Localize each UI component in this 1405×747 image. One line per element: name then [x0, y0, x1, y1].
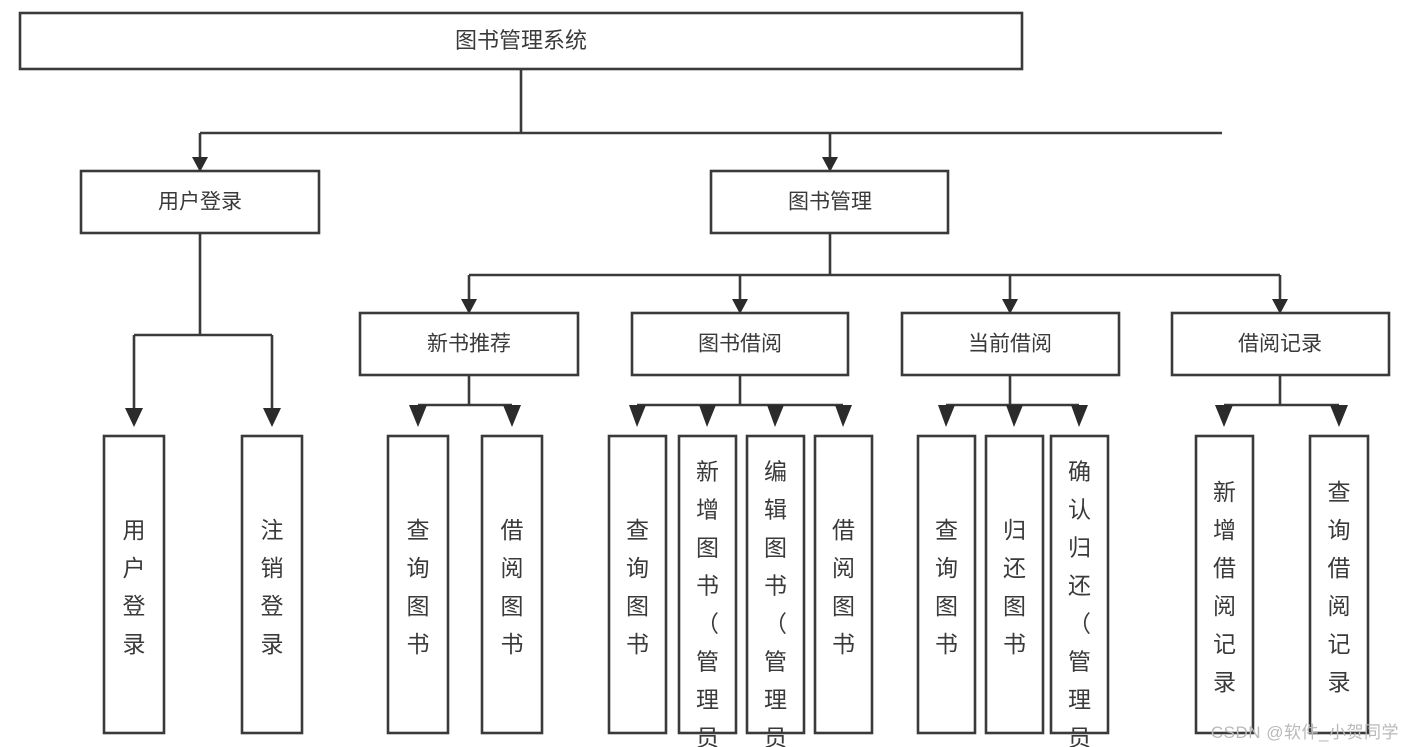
leaf-edit-book-box[interactable]	[745, 434, 806, 735]
leaf-confirm-return[interactable]: 确认归还（管理员）	[1049, 434, 1110, 747]
node-user-login[interactable]: 用户登录	[79, 169, 321, 235]
arrow-head-leaf-borrow-book-1	[503, 405, 521, 427]
leaf-query-book-2[interactable]: 查询图书	[607, 434, 668, 735]
leaf-node-layer: 用户登录 注销登录 查询图书 借阅图书 查询图书 新增图书（管理员） 编辑图书（管理员） 借阅…	[102, 434, 1370, 747]
leaf-query-book-3-label: 查询图书	[935, 517, 958, 657]
arrow-head-leaf-query-book-3	[938, 405, 955, 427]
node-book-management-label: 图书管理	[788, 191, 872, 214]
arrow-head-new-book-rec	[461, 299, 477, 314]
node-borrow-record-box[interactable]	[1170, 311, 1391, 377]
arrow-head-leaf-logout	[263, 408, 281, 427]
leaf-add-record[interactable]: 新增借阅记录	[1194, 434, 1255, 735]
node-book-borrow-box[interactable]	[630, 311, 850, 377]
arrow-head-current-borrow	[1002, 299, 1018, 314]
leaf-user-login-box[interactable]	[102, 434, 166, 735]
arrow-head-leaf-add-book	[699, 405, 716, 427]
leaf-query-book-1[interactable]: 查询图书	[386, 434, 450, 735]
leaf-query-book-3-box[interactable]	[916, 434, 977, 735]
arrow-head-borrow-record	[1272, 299, 1288, 314]
arrow-head-leaf-borrow-book-2	[835, 405, 852, 427]
leaf-logout-box[interactable]	[240, 434, 304, 735]
leaf-user-login[interactable]: 用户登录	[102, 434, 166, 735]
arrow-head-book-borrow	[732, 299, 748, 314]
edge-borrowrecord-to-leaves	[1222, 375, 1341, 411]
leaf-query-book-2-label: 查询图书	[626, 517, 649, 657]
arrow-head-leaf-query-book-1	[409, 405, 427, 427]
node-new-book-recommend-box[interactable]	[358, 311, 580, 377]
arrow-head-book-mgmt	[822, 157, 838, 172]
node-book-management-box[interactable]	[709, 169, 950, 235]
leaf-add-record-label: 新增借阅记录	[1213, 479, 1236, 695]
node-borrow-record[interactable]: 借阅记录	[1170, 311, 1391, 377]
arrow-head-leaf-query-record	[1330, 405, 1348, 427]
leaf-query-record[interactable]: 查询借阅记录	[1308, 434, 1370, 735]
leaf-add-book[interactable]: 新增图书（管理员）	[677, 434, 738, 747]
leaf-edit-book[interactable]: 编辑图书（管理员）	[745, 434, 806, 747]
edge-bookborrow-to-leaves	[635, 375, 845, 411]
leaf-add-book-box[interactable]	[677, 434, 738, 735]
leaf-return-book-box[interactable]	[984, 434, 1045, 735]
leaf-confirm-return-label: 确认归还（管理员）	[1068, 459, 1091, 747]
node-root[interactable]: 图书管理系统	[18, 11, 1024, 71]
arrow-head-leaf-return-book	[1006, 405, 1023, 427]
leaf-borrow-book-1-label: 借阅图书	[501, 517, 524, 657]
leaf-query-record-box[interactable]	[1308, 434, 1370, 735]
leaf-borrow-book-1[interactable]: 借阅图书	[480, 434, 544, 735]
arrow-head-leaf-confirm-return	[1071, 405, 1088, 427]
node-current-borrow-label: 当前借阅	[968, 333, 1052, 356]
leaf-query-book-1-label: 查询图书	[407, 517, 430, 657]
leaf-logout-label: 注销登录	[261, 517, 284, 657]
arrow-head-leaf-edit-book	[767, 405, 784, 427]
leaf-query-record-label: 查询借阅记录	[1328, 479, 1351, 695]
node-current-borrow[interactable]: 当前借阅	[900, 311, 1121, 377]
arrow-head-user-login	[192, 157, 208, 172]
leaf-borrow-book-1-box[interactable]	[480, 434, 544, 735]
node-current-borrow-box[interactable]	[900, 311, 1121, 377]
connectors	[125, 69, 1348, 427]
leaf-add-record-box[interactable]	[1194, 434, 1255, 735]
leaf-edit-book-label: 编辑图书（管理员）	[764, 459, 787, 747]
leaf-borrow-book-2-box[interactable]	[813, 434, 874, 735]
edge-bookmgmt-to-level3	[467, 233, 1282, 302]
node-root-label: 图书管理系统	[455, 28, 587, 53]
leaf-return-book-label: 归还图书	[1003, 517, 1026, 657]
edge-newbook-to-leaves	[416, 375, 514, 411]
node-book-borrow-label: 图书借阅	[698, 333, 782, 356]
arrow-head-leaf-user-login	[125, 408, 143, 427]
node-new-book-recommend-label: 新书推荐	[427, 333, 511, 356]
leaf-query-book-2-box[interactable]	[607, 434, 668, 735]
leaf-borrow-book-2-label: 借阅图书	[832, 517, 855, 657]
leaf-user-login-label: 用户登录	[123, 517, 146, 657]
node-borrow-record-label: 借阅记录	[1238, 333, 1322, 356]
node-root-box[interactable]	[18, 11, 1024, 71]
leaf-return-book[interactable]: 归还图书	[984, 434, 1045, 735]
node-book-management[interactable]: 图书管理	[709, 169, 950, 235]
edge-userlogin-to-leaves	[132, 233, 274, 411]
leaf-query-book-3[interactable]: 查询图书	[916, 434, 977, 735]
leaf-confirm-return-box[interactable]	[1049, 434, 1110, 735]
edge-root-to-level2	[198, 69, 1222, 160]
node-user-login-box[interactable]	[79, 169, 321, 235]
leaf-query-book-1-box[interactable]	[386, 434, 450, 735]
leaf-logout[interactable]: 注销登录	[240, 434, 304, 735]
leaf-add-book-label: 新增图书（管理员）	[696, 459, 719, 747]
node-new-book-recommend[interactable]: 新书推荐	[358, 311, 580, 377]
arrow-head-leaf-query-book-2	[629, 405, 646, 427]
node-book-borrow[interactable]: 图书借阅	[630, 311, 850, 377]
arrow-head-leaf-add-record	[1215, 405, 1233, 427]
leaf-borrow-book-2[interactable]: 借阅图书	[813, 434, 874, 735]
node-user-login-label: 用户登录	[158, 191, 242, 214]
